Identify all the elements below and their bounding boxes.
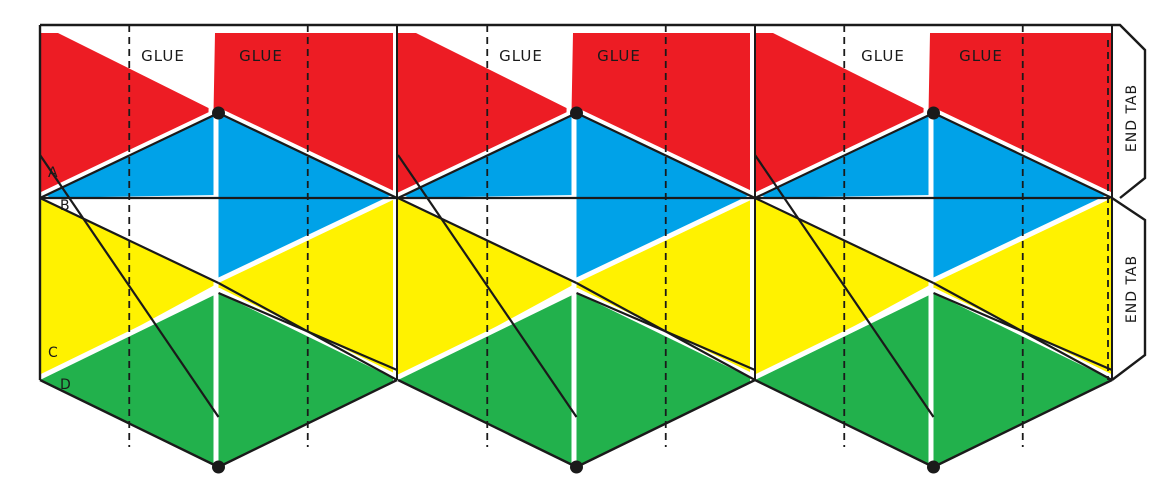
glue-label-5: GLUE (861, 47, 905, 65)
hinge-dot (927, 460, 940, 474)
fold-diagonal (754, 112, 934, 199)
colored-faces (35, 28, 1117, 472)
hinge-dot (212, 106, 225, 120)
fold-diagonal (933, 112, 1113, 199)
end-tab-label-bottom: END TAB (1124, 255, 1140, 323)
hinge-dot (212, 460, 225, 474)
fold-diagonal (576, 112, 756, 199)
glue-label-6: GLUE (959, 47, 1003, 65)
row-label-b: B (60, 198, 70, 214)
hinge-dot (570, 460, 583, 474)
glue-label-4: GLUE (597, 47, 641, 65)
outline-top (40, 23, 1147, 199)
row-label-d: D (60, 377, 71, 393)
fold-diagonal (754, 197, 934, 284)
fold-lines (38, 23, 1147, 469)
glue-label-1: GLUE (141, 47, 185, 65)
row-label-c: C (48, 345, 58, 361)
row-label-a: A (48, 165, 58, 181)
hinge-dot (570, 106, 583, 120)
fold-points (212, 106, 940, 474)
glue-label-3: GLUE (499, 47, 543, 65)
outline-tab (1111, 197, 1147, 381)
hinge-dot (927, 106, 940, 120)
fold-diagonal (39, 197, 219, 284)
fold-diagonal (39, 112, 219, 199)
fold-diagonal (397, 112, 577, 199)
fold-diagonal (397, 197, 577, 284)
fold-diagonal (218, 112, 398, 199)
end-tab-label-top: END TAB (1124, 84, 1140, 152)
glue-label-2: GLUE (239, 47, 283, 65)
